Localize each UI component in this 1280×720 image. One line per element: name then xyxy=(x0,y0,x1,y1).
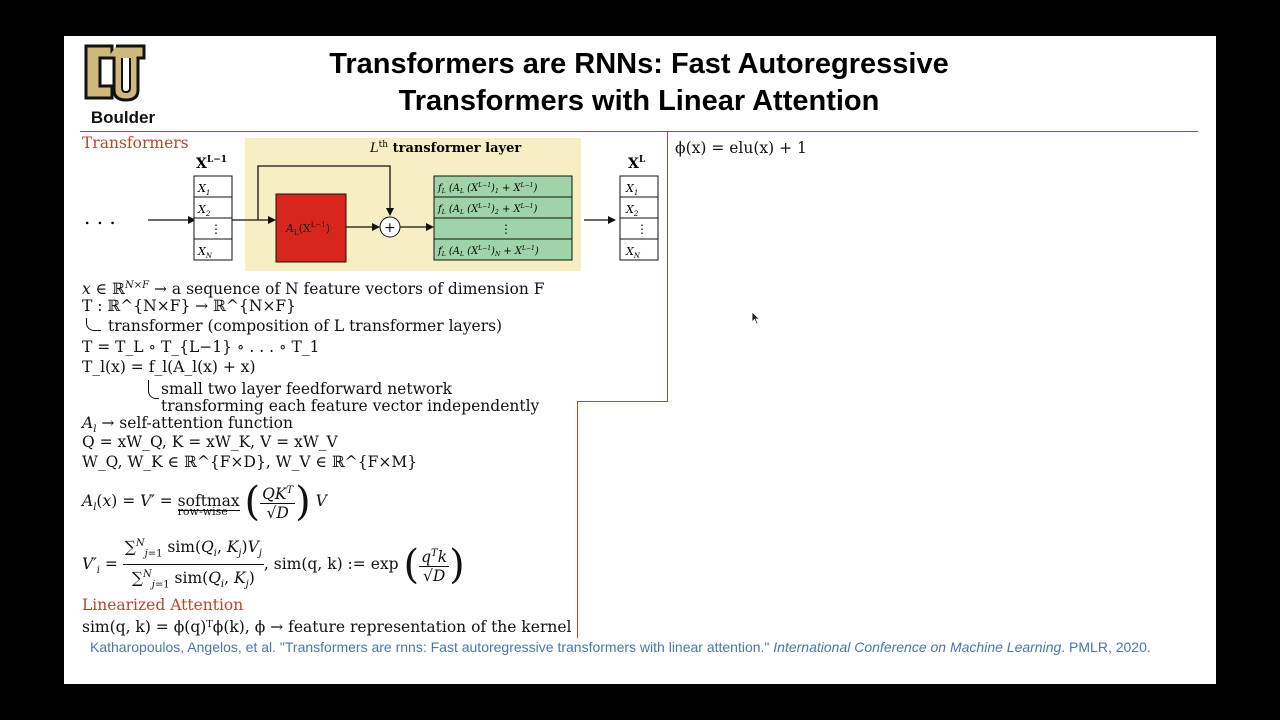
rowwise-label: row-wise xyxy=(177,505,228,518)
divider-vertical-1 xyxy=(667,132,668,402)
line-ff-2: transforming each feature vector indepen… xyxy=(161,397,540,415)
cu-boulder-logo: Boulder xyxy=(82,42,155,127)
arrow-to-ff-head xyxy=(426,223,434,231)
brace-2 xyxy=(148,380,159,399)
line-W: W_Q, W_K ∈ ℝ^{F×D}, W_V ∈ ℝ^{F×M} xyxy=(82,453,418,471)
line-QKV: Q = xW_Q, K = xW_K, V = xW_V xyxy=(82,433,338,451)
line-ff-1: small two layer feedforward network xyxy=(161,380,452,398)
citation-venue: International Conference on Machine Lear… xyxy=(773,639,1062,655)
section-transformers: Transformers xyxy=(82,134,189,152)
vprime-equation: V′i = ∑Nj=1 sim(Qi, Kj)Vj ∑Nj=1 sim(Qi, … xyxy=(82,534,465,591)
line-Al: Al → self-attention function xyxy=(82,414,293,436)
line-T-def: T : ℝ^{N×F} → ℝ^{N×F} xyxy=(82,297,297,315)
input-label: XL−1 xyxy=(196,155,227,172)
citation-rest: . PMLR, 2020. xyxy=(1061,639,1151,655)
attention-block-label: AL(XL−1) xyxy=(285,221,330,237)
divider-top xyxy=(80,131,1198,132)
line-compose: T = T_L ∘ T_{L−1} ∘ . . . ∘ T_1 xyxy=(82,338,320,356)
arrow-out-head xyxy=(608,216,616,224)
arrow-to-plus-head xyxy=(372,223,380,231)
layer-label: Lth transformer layer xyxy=(369,140,521,156)
slide: Boulder Transformers are RNNs: Fast Auto… xyxy=(64,36,1216,684)
cu-logo-icon xyxy=(84,44,146,102)
divider-vertical-2 xyxy=(577,402,578,638)
attention-block xyxy=(275,193,347,263)
divider-horizontal-2 xyxy=(577,401,668,402)
arrow-in-head xyxy=(188,216,196,224)
softmax-label: softmax xyxy=(177,492,240,511)
title-line-2: Transformers with Linear Attention xyxy=(398,85,880,117)
output-column: X1 X2 ⋮ XN xyxy=(619,175,659,261)
title-line-1: Transformers are RNNs: Fast Autoregressi… xyxy=(329,48,949,80)
line-transformer: transformer (composition of L transforme… xyxy=(108,317,503,335)
section-linearized-attention: Linearized Attention xyxy=(82,596,244,614)
logo-text: Boulder xyxy=(90,108,156,127)
slide-title: Transformers are RNNs: Fast Autoregressi… xyxy=(254,46,1024,120)
line-Tl: T_l(x) = f_l(A_l(x) + x) xyxy=(82,358,256,376)
line-linear-attention: sim(q, k) = ϕ(q)ᵀϕ(k), ϕ → feature repre… xyxy=(82,618,572,636)
brace-1 xyxy=(86,318,101,331)
arrow-to-attn-head xyxy=(268,216,276,224)
residual-line xyxy=(257,165,391,220)
residual-head xyxy=(386,208,394,216)
citation: Katharopoulos, Angelos, et al. "Transfor… xyxy=(90,638,1190,656)
phi-definition: ϕ(x) = elu(x) + 1 xyxy=(675,139,807,157)
transformer-layer-diagram: Lth transformer layer . . . XL−1 X1 X2 ⋮… xyxy=(84,138,659,271)
citation-authors: Katharopoulos, Angelos, et al. "Transfor… xyxy=(90,639,774,655)
input-column: X1 X2 ⋮ XN xyxy=(193,175,233,261)
attention-equation: Al(x) = V′ = softmax row-wise (QKT√D) V xyxy=(82,479,327,525)
feedforward-column: fL (AL (XL−1)1 + XL−1) fL (AL (XL−1)2 + … xyxy=(433,175,573,261)
svg-text:⋮: ⋮ xyxy=(210,222,222,236)
output-label: XL xyxy=(628,155,646,172)
mouse-cursor-icon xyxy=(751,311,761,325)
svg-text:⋮: ⋮ xyxy=(500,222,512,236)
plus-sign: + xyxy=(384,220,396,236)
line-x-def: x ∈ ℝN×F → a sequence of N feature vecto… xyxy=(82,280,545,299)
ellipsis: . . . xyxy=(84,205,116,229)
svg-text:⋮: ⋮ xyxy=(636,222,648,236)
